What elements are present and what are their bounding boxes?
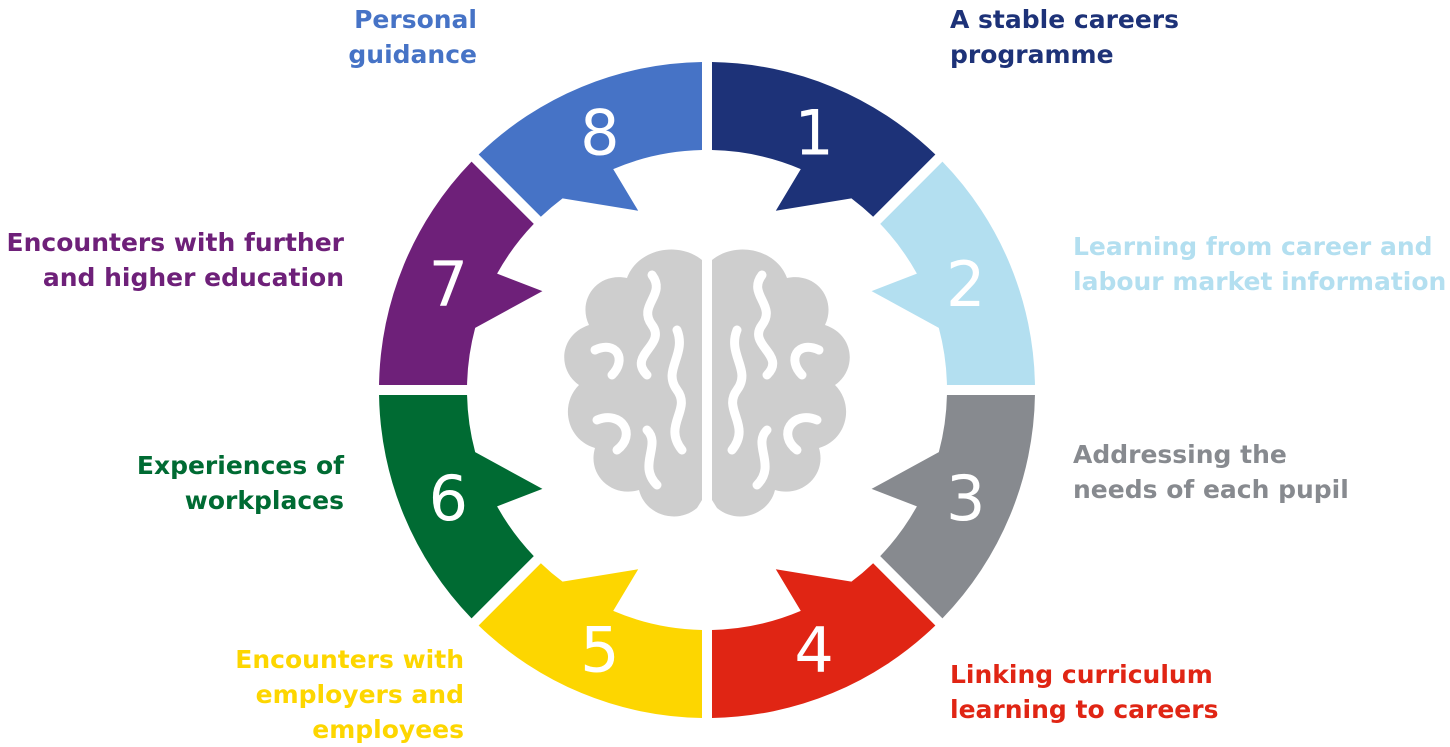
benchmark-label-2: Learning from career and labour market in…: [1073, 229, 1446, 299]
segment-shape: [379, 394, 543, 619]
label-line: workplaces: [184, 486, 344, 515]
benchmark-label-1: A stable careers programme: [950, 2, 1179, 72]
benchmark-label-4: Linking curriculum learning to careers: [950, 657, 1218, 727]
label-line: labour market information: [1073, 267, 1447, 296]
label-line: programme: [950, 40, 1114, 69]
label-line: employees: [312, 715, 464, 744]
brain-right-hemisphere: [712, 249, 850, 517]
benchmark-segment-4: 4: [711, 563, 936, 718]
segment-shape: [871, 394, 1035, 619]
label-line: and higher education: [42, 263, 344, 292]
label-line: learning to careers: [950, 695, 1219, 724]
benchmark-label-8: Personal guidance: [348, 2, 477, 72]
label-line: Learning from career and: [1073, 232, 1433, 261]
benchmark-segment-7: 7: [379, 161, 543, 386]
segment-shape: [711, 62, 936, 217]
segment-number: 1: [794, 96, 833, 169]
brain-icon: [564, 249, 850, 517]
segment-shape: [478, 62, 703, 217]
segment-number: 5: [580, 614, 619, 687]
label-line: employers and: [255, 680, 464, 709]
label-line: Linking curriculum: [950, 660, 1213, 689]
benchmark-segment-8: 8: [478, 62, 703, 217]
label-line: guidance: [348, 40, 477, 69]
segment-number: 2: [946, 248, 985, 321]
segment-number: 8: [580, 96, 619, 169]
segment-number: 3: [946, 462, 985, 535]
label-line: A stable careers: [950, 5, 1180, 34]
label-line: Experiences of: [136, 451, 344, 480]
benchmark-label-3: Addressing the needs of each pupil: [1073, 437, 1349, 507]
label-line: Encounters with: [235, 645, 464, 674]
label-line: Addressing the: [1073, 440, 1287, 469]
benchmark-segment-1: 1: [711, 62, 936, 217]
benchmark-label-6: Experiences of workplaces: [137, 448, 344, 518]
benchmark-segment-6: 6: [379, 394, 543, 619]
segment-number: 4: [794, 614, 833, 687]
benchmark-segment-5: 5: [478, 563, 703, 718]
brain-folds: [590, 270, 824, 490]
benchmark-label-5: Encounters with employers and employees: [235, 642, 464, 747]
label-line: needs of each pupil: [1073, 475, 1349, 504]
segment-shape: [478, 563, 703, 718]
segment-number: 6: [429, 462, 468, 535]
brain-left-hemisphere: [564, 249, 702, 517]
benchmark-segment-3: 3: [871, 394, 1035, 619]
segment-shape: [711, 563, 936, 718]
segment-shape: [871, 161, 1035, 386]
benchmark-segment-2: 2: [871, 161, 1035, 386]
label-line: Personal: [354, 5, 477, 34]
benchmark-label-7: Encounters with further and higher educat…: [7, 225, 344, 295]
label-line: Encounters with further: [6, 228, 344, 257]
segment-number: 7: [429, 248, 468, 321]
segment-shape: [379, 161, 543, 386]
